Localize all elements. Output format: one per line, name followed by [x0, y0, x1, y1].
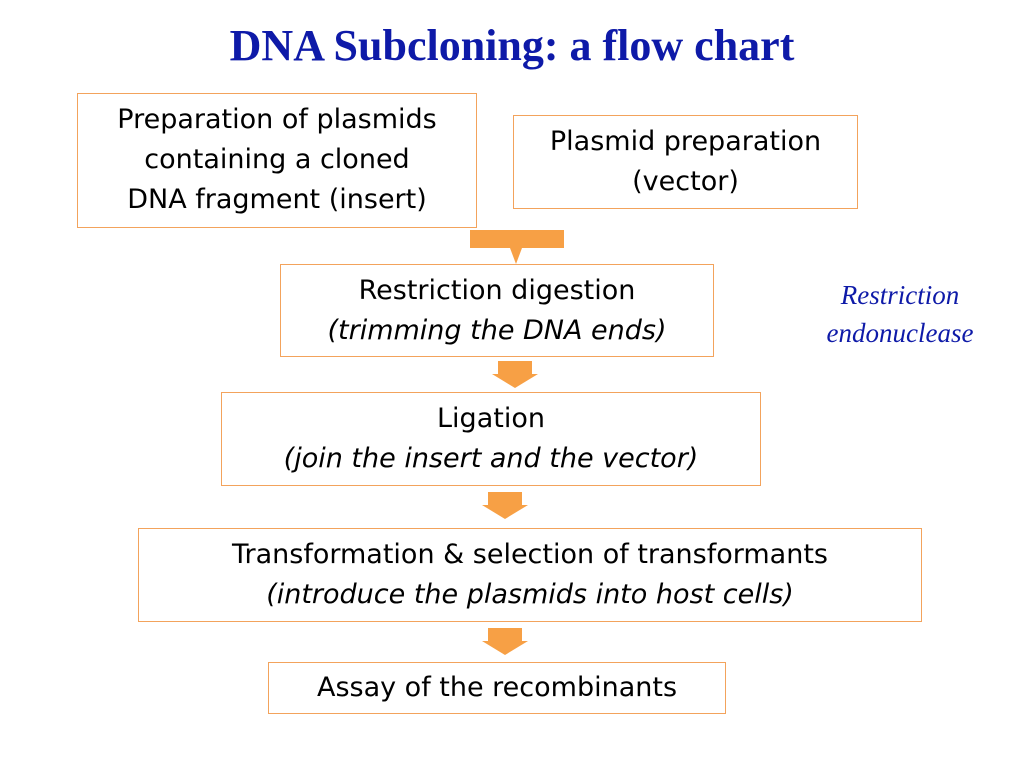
vector-preparation-line-2: (vector): [632, 166, 739, 197]
enzyme-note-line-2: endonuclease: [826, 318, 974, 348]
transformation-line-1: Transformation & selection of transforma…: [231, 539, 828, 570]
ligation-box: Ligation (join the insert and the vector…: [221, 392, 761, 486]
ligation-line-2: (join the insert and the vector): [283, 443, 699, 474]
page-title: DNA Subcloning: a flow chart: [229, 21, 795, 70]
transformation-line-2: (introduce the plasmids into host cells): [266, 579, 794, 610]
down-arrow-2-shape: [482, 492, 528, 519]
down-arrow-3: [482, 628, 528, 655]
restriction-digestion-line-1: Restriction digestion: [358, 275, 636, 306]
down-arrow-3-shape: [482, 628, 528, 655]
merge-arrow-shape: [470, 230, 564, 264]
merge-arrow: [470, 230, 564, 264]
restriction-digestion-box: Restriction digestion (trimming the DNA …: [280, 264, 714, 357]
vector-preparation-line-1: Plasmid preparation: [549, 126, 822, 157]
assay-box: Assay of the recombinants: [268, 662, 726, 714]
enzyme-note: Restriction endonuclease: [800, 276, 1000, 352]
ligation-line-1: Ligation: [437, 403, 545, 434]
restriction-digestion-line-2: (trimming the DNA ends): [327, 315, 667, 346]
vector-preparation-box: Plasmid preparation (vector): [513, 115, 858, 209]
insert-preparation-line-2: containing a cloned: [144, 144, 410, 175]
enzyme-note-line-1: Restriction: [840, 280, 960, 310]
transformation-box: Transformation & selection of transforma…: [138, 528, 922, 622]
assay-line-1: Assay of the recombinants: [316, 672, 678, 703]
down-arrow-2: [482, 492, 528, 519]
insert-preparation-line-3: DNA fragment (insert): [127, 184, 427, 215]
insert-preparation-line-1: Preparation of plasmids: [117, 104, 437, 135]
down-arrow-1: [492, 361, 538, 388]
insert-preparation-box: Preparation of plasmids containing a clo…: [77, 93, 477, 228]
down-arrow-1-shape: [492, 361, 538, 388]
